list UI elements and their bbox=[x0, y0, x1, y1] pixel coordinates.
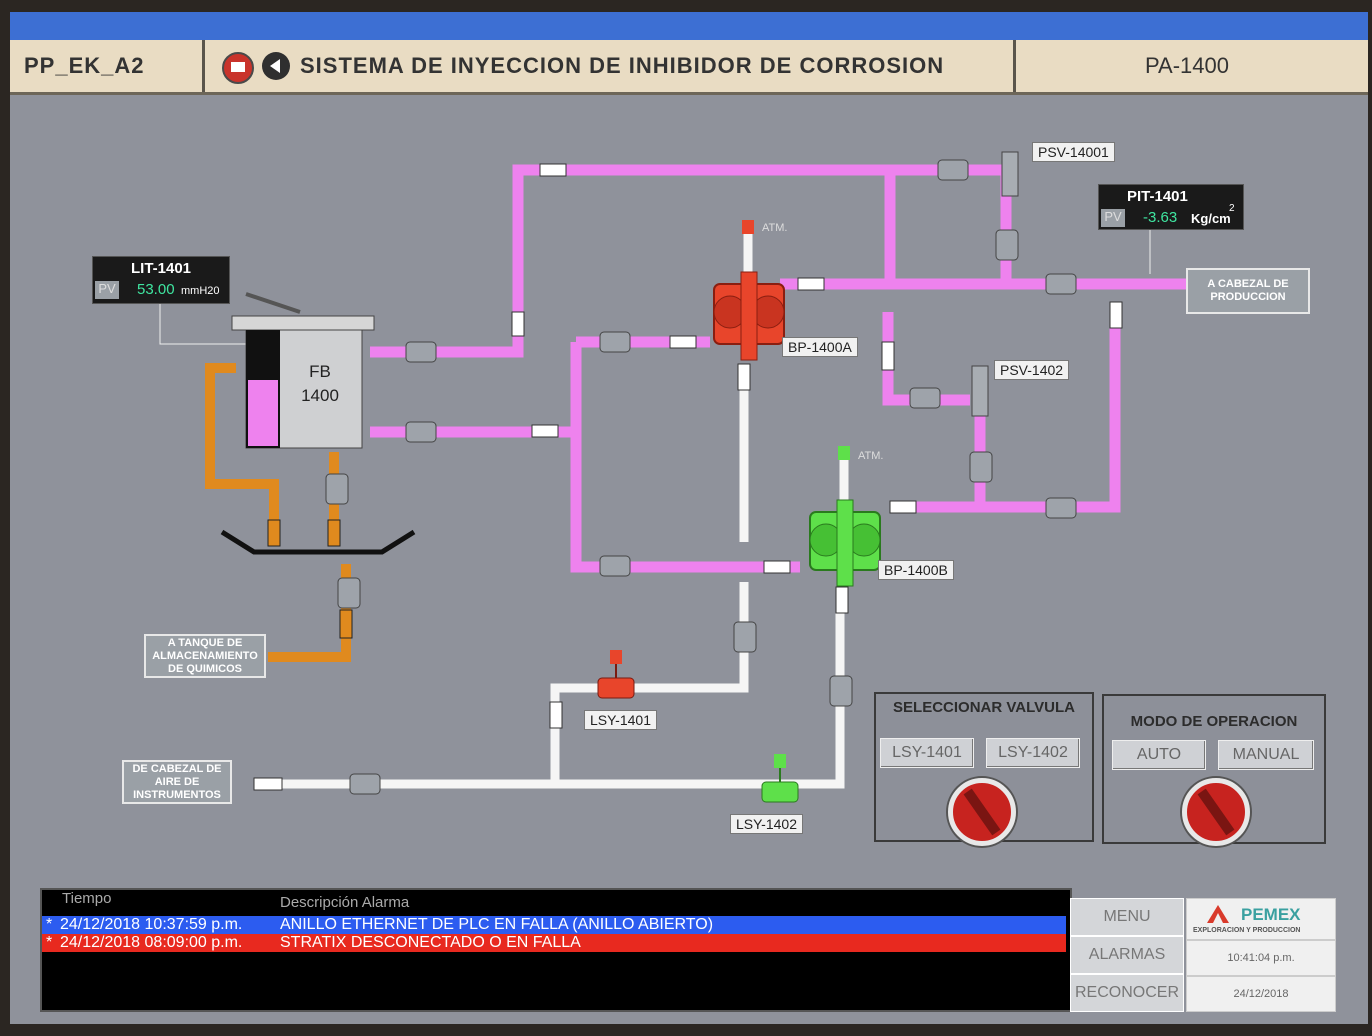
air-pipes bbox=[280, 224, 849, 789]
mode-panel-title: MODO DE OPERACION bbox=[1130, 713, 1298, 730]
tag-lsy-1401: LSY-1401 bbox=[584, 710, 657, 730]
clock-time: 10:41:04 p.m. bbox=[1186, 940, 1336, 976]
valve-selector-knob[interactable] bbox=[948, 778, 1016, 846]
pump-bp-1400b[interactable] bbox=[809, 499, 881, 587]
psv-1402-valve[interactable] bbox=[971, 365, 989, 417]
title-bar: PP_EK_A2 SISTEMA DE INYECCION DE INHIBID… bbox=[10, 40, 1368, 95]
valve-select-panel: SELECCIONAR VALVULA LSY-1401 LSY-1402 bbox=[874, 692, 1094, 846]
hmi-screen: PP_EK_A2 SISTEMA DE INYECCION DE INHIBID… bbox=[10, 12, 1368, 1024]
drain-arrows bbox=[267, 519, 353, 639]
select-lsy-1401-button[interactable]: LSY-1401 bbox=[880, 738, 974, 768]
alarm-marker: * bbox=[46, 916, 53, 933]
mode-auto-button[interactable]: AUTO bbox=[1112, 740, 1206, 770]
pit-pv-label: PV bbox=[1101, 209, 1125, 227]
area-id: PA-1400 bbox=[1145, 53, 1229, 78]
mode-selector-knob[interactable] bbox=[1182, 778, 1250, 846]
alarm-desc: ANILLO ETHERNET DE PLC EN FALLA (ANILLO … bbox=[280, 916, 714, 933]
pemex-eagle-icon bbox=[1207, 905, 1229, 923]
home-icon[interactable] bbox=[222, 52, 254, 84]
logo-subtitle: EXPLORACION Y PRODUCCION bbox=[1193, 927, 1301, 934]
tank-label-line1: FB bbox=[309, 362, 331, 381]
tank-fb-1400[interactable] bbox=[231, 292, 375, 449]
pit-unit-superscript: 2 bbox=[1229, 203, 1235, 214]
lit-value: 53.00 bbox=[137, 281, 175, 298]
process-diagram bbox=[159, 151, 1190, 803]
manual-valves[interactable] bbox=[325, 159, 1077, 795]
page-title: SISTEMA DE INYECCION DE INHIBIDOR DE COR… bbox=[300, 53, 945, 78]
window-top-strip bbox=[10, 12, 1368, 40]
menu-button[interactable]: MENU bbox=[1070, 898, 1184, 936]
flow-arrows bbox=[253, 163, 1123, 791]
clock-date: 24/12/2018 bbox=[1186, 976, 1336, 1012]
lit-leader-line bbox=[159, 304, 246, 345]
lit-unit: mmH20 bbox=[181, 285, 220, 297]
dest-tanque-almacenamiento[interactable]: A TANQUE DE ALMACENAMIENTO DE QUIMICOS bbox=[144, 634, 266, 678]
tag-psv-14001: PSV-14001 bbox=[1032, 142, 1115, 162]
alarm-col-desc: Descripción Alarma bbox=[280, 894, 410, 911]
screen-id: PP_EK_A2 bbox=[24, 53, 145, 78]
lit-1401-display[interactable]: LIT-1401 PV 53.00 mmH20 bbox=[92, 256, 230, 304]
tank-label: FB 1400 bbox=[300, 360, 340, 408]
valve-panel-title: SELECCIONAR VALVULA bbox=[893, 699, 1075, 716]
vent-a bbox=[742, 220, 754, 234]
tag-psv-1402: PSV-1402 bbox=[994, 360, 1070, 380]
header-divider bbox=[202, 40, 205, 92]
logo-name: PEMEX bbox=[1241, 905, 1301, 924]
pit-1401-display[interactable]: PIT-1401 PV -3.63 Kg/cm 2 bbox=[1098, 184, 1244, 230]
alarm-desc: STRATIX DESCONECTADO O EN FALLA bbox=[280, 934, 581, 951]
tag-bp-1400b: BP-1400B bbox=[878, 560, 954, 580]
alarms-button[interactable]: ALARMAS bbox=[1070, 936, 1184, 974]
mode-manual-button[interactable]: MANUAL bbox=[1218, 740, 1314, 770]
lit-name: LIT-1401 bbox=[130, 260, 192, 277]
alarm-time: 24/12/2018 10:37:59 p.m. bbox=[60, 916, 243, 933]
solenoid-lsy-1402[interactable] bbox=[761, 754, 799, 803]
alarm-row[interactable]: * 24/12/2018 10:37:59 p.m. ANILLO ETHERN… bbox=[42, 916, 1066, 934]
alarm-summary: Tiempo Descripción Alarma * 24/12/2018 1… bbox=[40, 888, 1072, 1012]
psv-14001-valve[interactable] bbox=[1001, 151, 1019, 197]
select-lsy-1402-button[interactable]: LSY-1402 bbox=[986, 738, 1080, 768]
tank-label-line2: 1400 bbox=[301, 386, 339, 405]
alarm-col-time: Tiempo bbox=[62, 890, 112, 907]
pump-bp-1400a[interactable] bbox=[713, 271, 785, 361]
alarm-row[interactable]: * 24/12/2018 08:09:00 p.m. STRATIX DESCO… bbox=[42, 934, 1066, 952]
pit-name: PIT-1401 bbox=[1127, 188, 1188, 205]
tag-atm-b: ATM. bbox=[858, 450, 884, 462]
dest-cabezal-produccion[interactable]: A CABEZAL DE PRODUCCION bbox=[1186, 268, 1310, 314]
vent-b bbox=[838, 446, 850, 460]
pit-value: -3.63 bbox=[1143, 209, 1178, 226]
tag-atm-a: ATM. bbox=[762, 222, 788, 234]
drip-tray bbox=[220, 529, 416, 555]
lit-pv-label: PV bbox=[95, 281, 119, 299]
pit-unit: Kg/cm bbox=[1191, 211, 1231, 226]
tag-bp-1400a: BP-1400A bbox=[782, 337, 858, 357]
alarm-time: 24/12/2018 08:09:00 p.m. bbox=[60, 934, 243, 951]
pemex-logo: PEMEX EXPLORACION Y PRODUCCION bbox=[1186, 898, 1336, 940]
mode-panel: MODO DE OPERACION AUTO MANUAL bbox=[1102, 694, 1326, 846]
header-divider bbox=[1013, 40, 1016, 92]
back-arrow-icon[interactable] bbox=[262, 52, 290, 80]
acknowledge-button[interactable]: RECONOCER bbox=[1070, 974, 1184, 1012]
alarm-marker: * bbox=[46, 934, 53, 951]
tag-lsy-1402: LSY-1402 bbox=[730, 814, 803, 834]
solenoid-lsy-1401[interactable] bbox=[597, 650, 635, 699]
source-cabezal-aire[interactable]: DE CABEZAL DE AIRE DE INSTRUMENTOS bbox=[122, 760, 232, 804]
